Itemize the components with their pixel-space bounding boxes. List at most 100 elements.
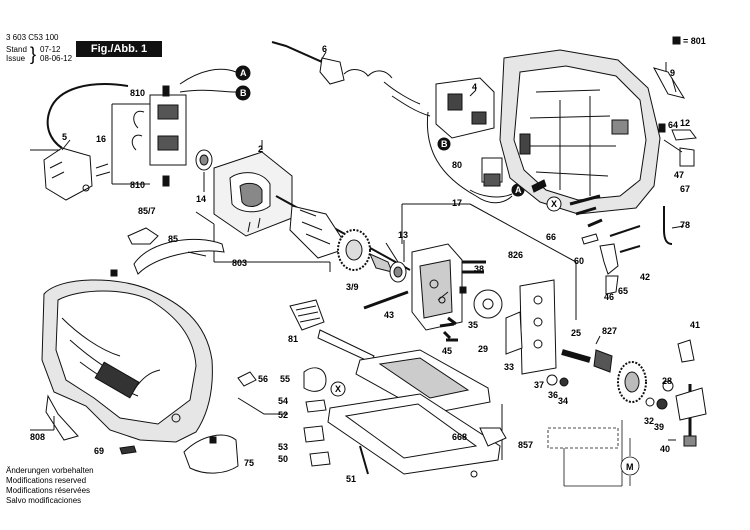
capacitor-80: [469, 157, 525, 198]
figure-label: Fig./Abb. 1: [76, 41, 162, 57]
part-number-labels: 23/9456912131416172528293233343536373839…: [30, 44, 700, 484]
connector-b: B: [441, 139, 448, 149]
stator-2: [213, 140, 293, 237]
part-number-label: 43: [384, 310, 394, 320]
part-number-label: 28: [662, 376, 672, 386]
plunger-40: [675, 339, 707, 447]
part-number-label: 67: [680, 184, 690, 194]
part-number-label: 810: [130, 180, 145, 190]
drive-gear-827: [617, 361, 647, 403]
kit-label: = 801: [683, 36, 706, 46]
part-number-label: 32: [644, 416, 654, 426]
guide-plate-33: [505, 279, 557, 375]
part-number-label: 857: [518, 440, 533, 450]
part-number-label: 826: [508, 250, 523, 260]
note-line: Modifications reserved: [6, 476, 87, 485]
part-number-label: 29: [478, 344, 488, 354]
switch-4: [435, 77, 495, 151]
part-number-label: 36: [548, 390, 558, 400]
part-number-label: 12: [680, 118, 690, 128]
part-number-label: 34: [558, 396, 568, 406]
part-number-label: 40: [660, 444, 670, 454]
bearing-14: [195, 149, 213, 192]
power-cable-5: [30, 83, 129, 201]
note-line: Salvo modificaciones: [6, 496, 82, 505]
part-number-label: 16: [96, 134, 106, 144]
part-number-label: 4: [472, 82, 477, 92]
part-number-label: 9: [670, 68, 675, 78]
part-number-label: 75: [244, 458, 254, 468]
part-number-label: 81: [288, 334, 298, 344]
part-number-label: 55: [280, 374, 290, 384]
stand-label: Stand: [6, 45, 27, 54]
wiring-schematic: [547, 420, 640, 487]
part-number-label: 46: [604, 292, 614, 302]
part-number-label: 810: [130, 88, 145, 98]
part-number-label: 37: [534, 380, 544, 390]
lever-assembly: [581, 225, 641, 295]
motor-symbol: M: [626, 462, 634, 472]
connector-a: A: [515, 185, 522, 195]
part-number-label: 50: [278, 454, 288, 464]
connector-a: A: [240, 68, 247, 78]
part-number-label: 54: [278, 396, 288, 406]
part-number-label: 47: [674, 170, 684, 180]
part-number-label: 6: [322, 44, 327, 54]
kit-square-icon: [672, 36, 681, 45]
part-number-label: 42: [640, 272, 650, 282]
part-number-label: 80: [452, 160, 462, 170]
part-number-label: 66: [546, 232, 556, 242]
part-number-label: 53: [278, 442, 288, 452]
part-number-label: 25: [571, 328, 581, 338]
base-plate-857: [327, 349, 501, 478]
stand-value: 07-12: [40, 45, 61, 54]
part-number-label: 64: [668, 120, 678, 130]
cable-guide-81: [289, 299, 375, 363]
part-number-label: 2: [258, 144, 263, 154]
brush-holder-assembly-16: [111, 85, 187, 187]
issue-value: 08-06-12: [40, 54, 73, 63]
switch-cable-6: [271, 41, 431, 117]
part-number-label: 17: [452, 198, 462, 208]
callout-x: X: [335, 384, 341, 394]
part-number-label: 39: [654, 422, 664, 432]
part-number-label: 827: [602, 326, 617, 336]
part-number-label: 56: [258, 374, 268, 384]
part-number-label: 69: [94, 446, 104, 456]
part-number-label: 803: [232, 258, 247, 268]
callout-x: X: [551, 199, 557, 209]
disclaimer-notes: Änderungen vorbehalten Modifications res…: [6, 466, 94, 506]
brace-glyph: }: [30, 44, 37, 64]
part-number-label: 14: [196, 194, 206, 204]
housing-half: [41, 279, 213, 443]
part-number-label: 45: [442, 346, 452, 356]
part-number-label: 85: [168, 234, 178, 244]
issue-label: Issue: [6, 54, 26, 63]
part-number-label: 668: [452, 432, 467, 442]
part-number-label: 33: [504, 362, 514, 372]
dust-cover-85: [127, 227, 225, 275]
gear-plate: [411, 243, 463, 331]
note-line: Modifications réservées: [6, 486, 91, 495]
part-number-label: 38: [474, 264, 484, 274]
part-number-label: 808: [30, 432, 45, 442]
part-number-label: 5: [62, 132, 67, 142]
part-number-label: 51: [346, 474, 356, 484]
part-number-label: 78: [680, 220, 690, 230]
note-line: Änderungen vorbehalten: [6, 466, 94, 475]
part-number-label: 41: [690, 320, 700, 330]
document-number: 3 603 C53 100: [6, 33, 59, 42]
part-number-label: 65: [618, 286, 628, 296]
housing-half-9: [499, 49, 661, 215]
part-number-label: 35: [468, 320, 478, 330]
part-number-label: 13: [398, 230, 408, 240]
bearing-13: [389, 240, 407, 283]
part-number-label: 85/7: [138, 206, 156, 216]
armature-3-9: [275, 195, 411, 273]
part-number-label: 3/9: [346, 282, 359, 292]
connector-b: B: [240, 88, 247, 98]
part-number-label: 60: [574, 256, 584, 266]
part-number-label: 52: [278, 410, 288, 420]
